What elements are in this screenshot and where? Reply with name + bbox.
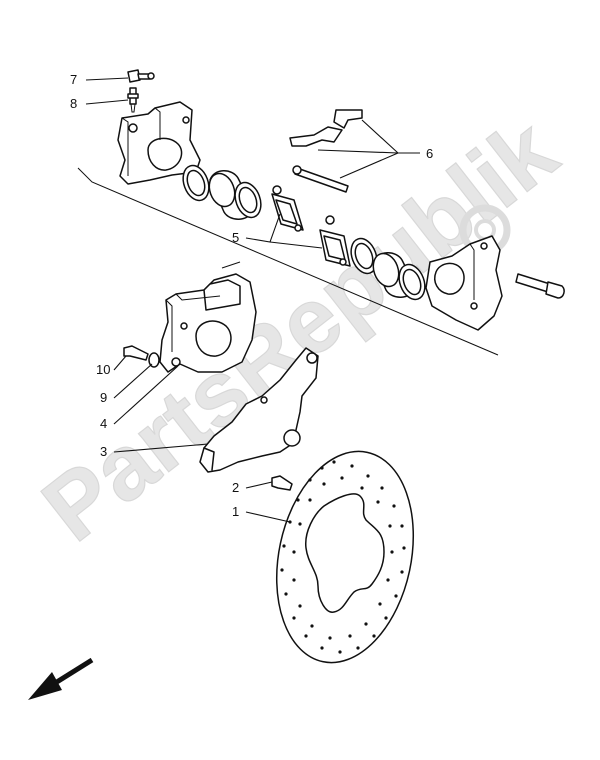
callout-3: 3 xyxy=(100,444,107,459)
leader-9 xyxy=(113,363,153,399)
leader-lines xyxy=(85,77,420,523)
section-line-upper xyxy=(77,167,499,356)
bleeder-cap xyxy=(127,69,155,83)
leader-3 xyxy=(113,443,209,453)
section-line-lower xyxy=(221,261,241,269)
disc-bolt xyxy=(271,475,293,491)
callout-6: 6 xyxy=(426,146,433,161)
caliper-bracket xyxy=(199,347,319,473)
callout-9: 9 xyxy=(100,390,107,405)
brake-disc xyxy=(275,450,415,664)
pad-spring xyxy=(289,109,363,147)
caliper-right-half xyxy=(425,235,503,331)
leader-6a xyxy=(361,119,420,154)
brake-pad-right xyxy=(319,215,351,267)
leader-8 xyxy=(85,99,129,105)
piston-seal-set-right xyxy=(350,237,426,301)
washer-9 xyxy=(148,352,160,368)
callout-5: 5 xyxy=(232,230,239,245)
pad-pin xyxy=(292,165,349,193)
bolt-10 xyxy=(123,345,149,361)
leader-7 xyxy=(85,77,129,81)
leader-2 xyxy=(245,481,273,489)
callout-8: 8 xyxy=(70,96,77,111)
leader-4 xyxy=(113,365,179,425)
leader-10 xyxy=(113,355,127,371)
brake-pad-left xyxy=(271,185,304,232)
callout-10: 10 xyxy=(96,362,110,377)
caliper-assembly xyxy=(159,273,257,373)
leader-1 xyxy=(245,511,291,523)
callout-2: 2 xyxy=(232,480,239,495)
leader-5b xyxy=(269,241,323,249)
callout-1: 1 xyxy=(232,504,239,519)
leader-6b xyxy=(317,149,399,154)
bleeder-screw xyxy=(127,87,139,113)
piston-seal-set-left xyxy=(182,164,262,220)
caliper-upper-half xyxy=(117,101,201,185)
leader-6c xyxy=(339,152,399,179)
caliper-bolt-right xyxy=(515,273,565,299)
leader-5a xyxy=(245,213,281,243)
front-arrow-icon xyxy=(28,657,94,700)
callout-4: 4 xyxy=(100,416,107,431)
callout-7: 7 xyxy=(70,72,77,87)
